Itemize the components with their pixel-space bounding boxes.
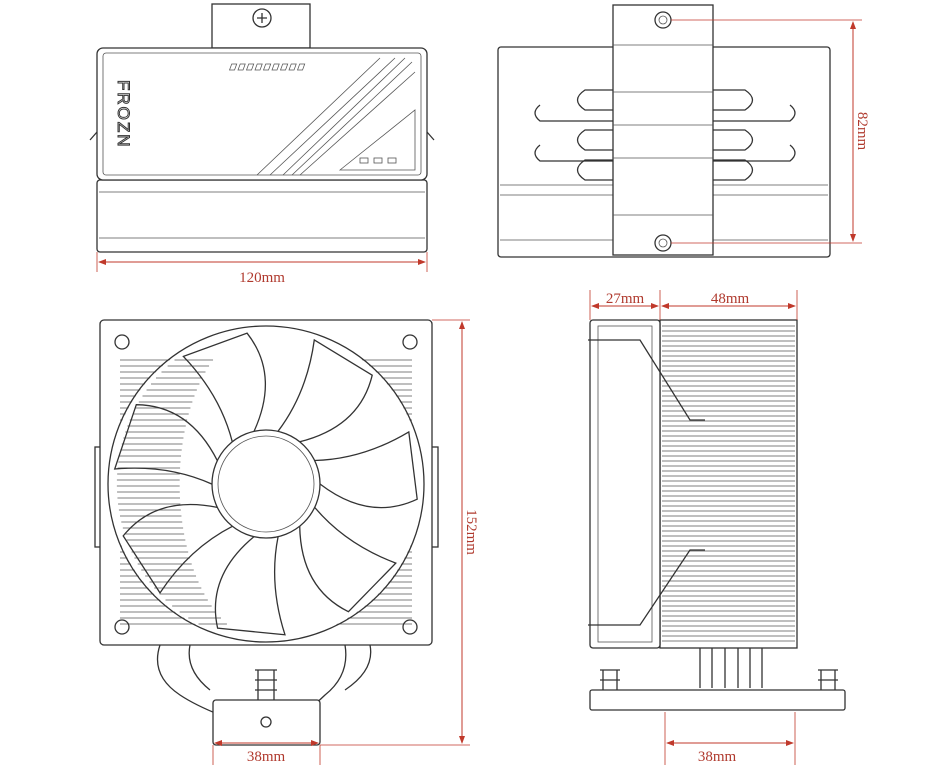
center-mount-bar	[612, 4, 714, 256]
heatpipes	[156, 644, 372, 716]
vent-slot	[254, 63, 263, 71]
dimension-heatsink-depth-label: 48mm	[711, 291, 750, 307]
top-view: FROZN 120mm	[89, 3, 435, 286]
fan-blade	[122, 503, 234, 595]
heatsink-side	[659, 319, 798, 649]
vent-slot	[245, 63, 255, 71]
dimension-base-width-label: 38mm	[698, 749, 737, 765]
side-view-top: 82mm	[497, 4, 870, 258]
brand-logo: FROZN	[114, 80, 133, 149]
front-view: 152mm 38mm	[94, 319, 479, 765]
heatsink-body	[96, 179, 428, 253]
screw-icon	[252, 8, 272, 28]
heatpipes	[699, 648, 763, 688]
fan-hub	[211, 429, 321, 539]
fan-blades	[113, 332, 418, 636]
vent-slot	[279, 63, 289, 71]
cpu-base	[212, 699, 321, 746]
heatsink-fins	[662, 325, 795, 642]
fan-blade	[214, 535, 286, 636]
fan-blade	[313, 430, 418, 509]
spring-screw-icon	[255, 669, 277, 700]
vent-slots	[228, 63, 306, 71]
fan-blade	[182, 332, 267, 443]
vent-slot	[288, 63, 297, 71]
vent-slot	[237, 63, 246, 71]
top-cover	[96, 47, 428, 181]
fan-clip	[588, 339, 705, 626]
dimension-height-label: 152mm	[463, 509, 479, 555]
vent-slot	[228, 63, 238, 71]
fan-side	[589, 319, 661, 649]
fan-blade	[113, 404, 218, 486]
spring-screw-icon	[600, 669, 838, 690]
dimension-width-label: 120mm	[239, 270, 285, 286]
dimension-height-label: 82mm	[854, 112, 870, 151]
corner-screws	[114, 334, 418, 635]
vent-slot	[262, 63, 272, 71]
side-view-bottom: 27mm 48mm 38mm	[588, 290, 846, 765]
fan-circle	[107, 325, 425, 643]
dimension-fan-depth-label: 27mm	[606, 291, 645, 307]
vent-slot	[296, 63, 306, 71]
top-mount-plate	[211, 3, 311, 49]
fan-blade	[277, 338, 373, 443]
fan-blade	[299, 506, 397, 613]
vent-slot	[271, 63, 280, 71]
heatpipes	[534, 104, 796, 162]
mounting-bracket	[589, 689, 846, 711]
dimension-base-width-label: 38mm	[247, 749, 286, 765]
